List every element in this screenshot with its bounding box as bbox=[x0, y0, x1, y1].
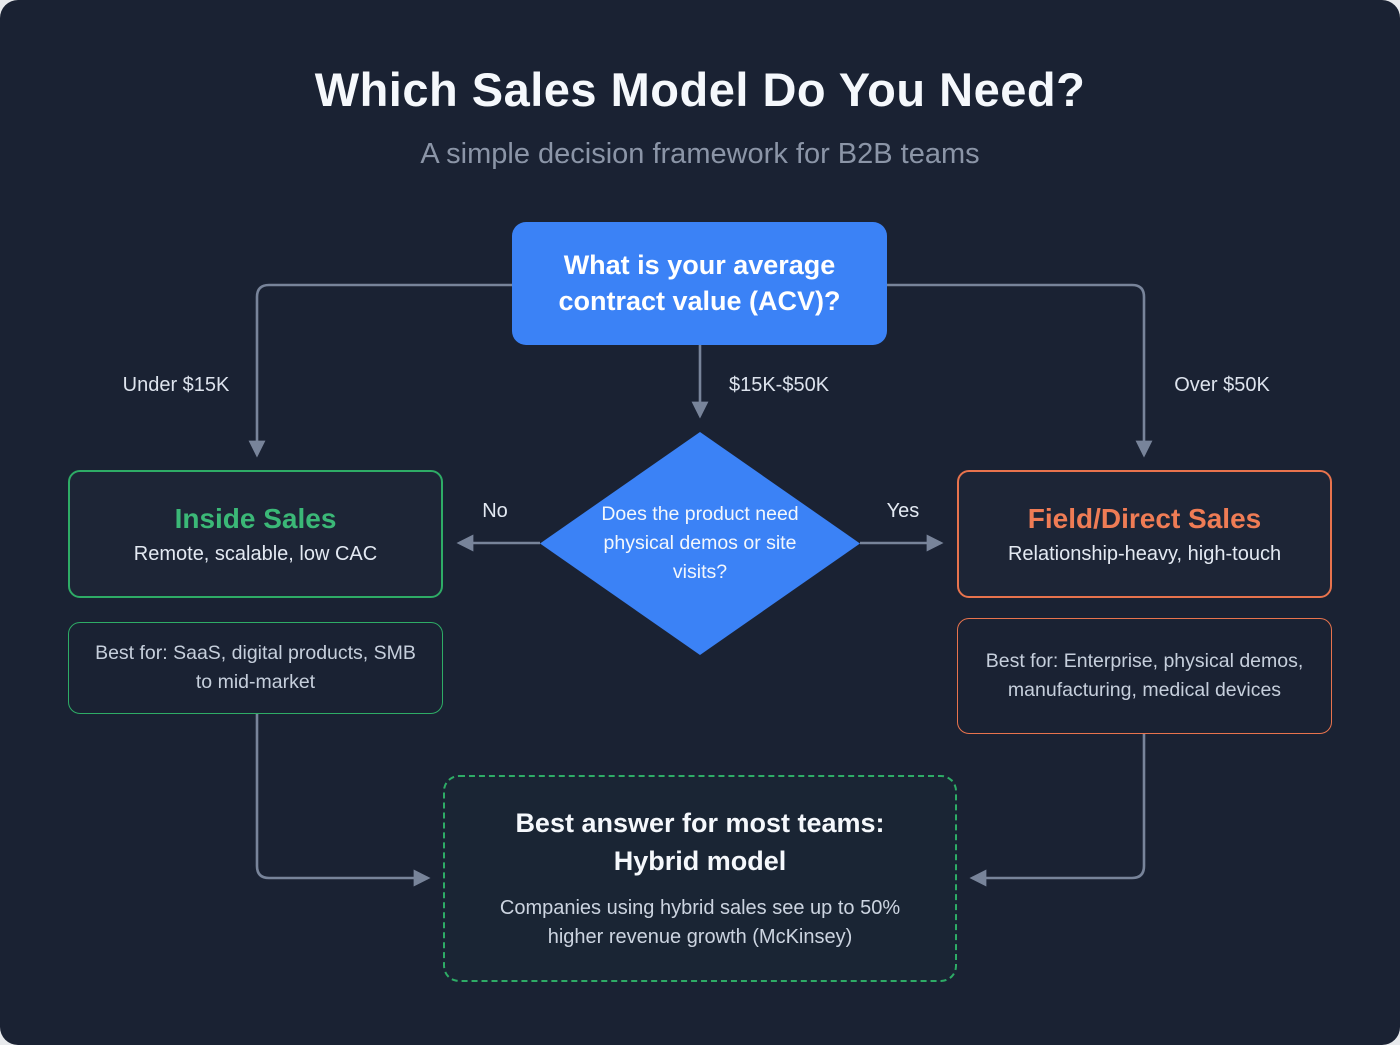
inside-sales-node: Inside Sales Remote, scalable, low CAC bbox=[68, 470, 443, 598]
decision-diamond-node: Does the product need physical demos or … bbox=[540, 432, 860, 655]
field-sales-node: Field/Direct Sales Relationship-heavy, h… bbox=[957, 470, 1332, 598]
page-title: Which Sales Model Do You Need? bbox=[314, 63, 1086, 116]
branch-label-15k-50k: $15K-$50K bbox=[728, 374, 830, 396]
field-sales-best-for: Best for: Enterprise, physical demos, ma… bbox=[957, 618, 1332, 734]
hybrid-recommendation-node: Best answer for most teams: Hybrid model… bbox=[443, 775, 957, 982]
root-question-text: What is your average contract value (ACV… bbox=[558, 250, 841, 316]
branch-label-over-50k: Over $50K bbox=[1174, 374, 1270, 396]
branch-label-under-15k: Under $15K bbox=[122, 374, 230, 396]
hybrid-title-line2: Hybrid model bbox=[613, 845, 787, 876]
inside-sales-best-for: Best for: SaaS, digital products, SMB to… bbox=[68, 622, 443, 714]
page-subtitle: A simple decision framework for B2B team… bbox=[420, 138, 980, 170]
no-branch-label: No bbox=[482, 500, 508, 522]
hybrid-title-line1: Best answer for most teams: bbox=[515, 807, 885, 838]
yes-branch-label: Yes bbox=[886, 500, 920, 522]
hybrid-title: Best answer for most teams: Hybrid model bbox=[515, 805, 884, 881]
field-sales-subtitle: Relationship-heavy, high-touch bbox=[1007, 542, 1282, 565]
hybrid-body-text: Companies using hybrid sales see up to 5… bbox=[499, 897, 901, 949]
inside-sales-title: Inside Sales bbox=[174, 502, 337, 534]
decision-question-text: Does the product need physical demos or … bbox=[601, 502, 799, 584]
inside-sales-subtitle: Remote, scalable, low CAC bbox=[133, 542, 378, 565]
root-question-node: What is your average contract value (ACV… bbox=[512, 222, 887, 345]
diamond-shape bbox=[540, 432, 860, 655]
field-sales-title: Field/Direct Sales bbox=[1027, 502, 1262, 534]
